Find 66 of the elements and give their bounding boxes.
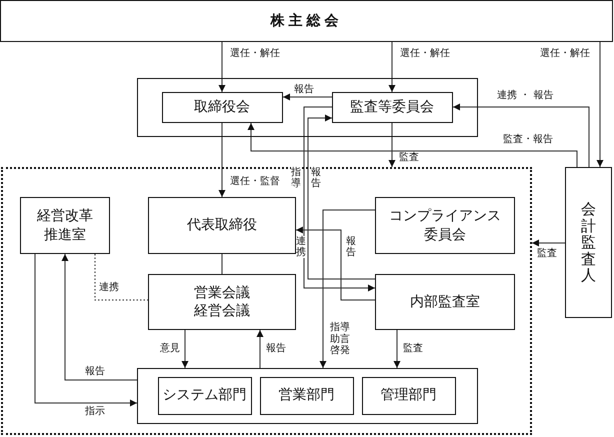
edge-label: 選任・解任 (400, 48, 450, 60)
arrow (532, 240, 566, 246)
node-label: 経営改革推進室 (36, 207, 94, 244)
process-box (565, 167, 612, 318)
edge-label: 報告 (346, 236, 356, 258)
edge-label: 連携 ・ 報告 (497, 90, 554, 102)
edge-label: 選任・解任 (230, 48, 280, 60)
edge-label: 報告 (266, 343, 286, 354)
node-label: 営業会議経営会議 (193, 284, 251, 320)
note-label: 連携 (296, 236, 306, 258)
arrow (308, 114, 376, 280)
arrow (256, 330, 264, 368)
process-box (375, 197, 515, 254)
edge-label: 意見 (160, 343, 180, 354)
edge-label: 指導助言啓発 (330, 322, 350, 356)
edge-label: 報告 (85, 366, 105, 378)
node-label: システム部門 (162, 386, 246, 405)
process-box (375, 274, 515, 330)
arrow (394, 330, 400, 368)
edge-label: 連携 (99, 282, 119, 294)
arrow (218, 122, 226, 198)
edge-label: 監査 (537, 248, 557, 260)
node-label: 管理部門 (380, 386, 436, 405)
process-box (158, 376, 252, 414)
process-box (148, 197, 296, 254)
process-box (162, 92, 282, 122)
edge-label: 選任・監督 (230, 176, 280, 188)
node-label: コンプライアンス委員会 (388, 207, 502, 244)
arrow (388, 122, 396, 168)
arrow (34, 254, 138, 406)
node-label: 営業部門 (278, 386, 334, 405)
node-label: 代表取締役 (187, 216, 257, 235)
arrow (62, 254, 138, 380)
edge-label: 選任・解任 (540, 48, 590, 60)
group-frame (137, 368, 478, 424)
arrow (248, 122, 578, 168)
arrow (296, 226, 376, 300)
edge-label: 監査 (399, 152, 419, 164)
process-box (332, 92, 452, 122)
arrow (388, 42, 396, 92)
group-frame (1, 167, 532, 435)
node-label: 取締役会 (194, 98, 250, 116)
arrow (596, 42, 604, 168)
arrow (452, 104, 590, 168)
process-box (362, 376, 456, 414)
edge-label: 報告 (311, 167, 321, 189)
process-box (148, 274, 296, 330)
edge-label: 監査 (403, 343, 423, 354)
node-label: 監査等委員会 (350, 98, 434, 116)
edge-label: 監査・報告 (503, 134, 553, 146)
edge-label: 指示 (85, 406, 105, 418)
group-frame (137, 78, 478, 137)
arrow (304, 106, 376, 292)
connector-line (94, 254, 148, 300)
edge-label: 指導 (291, 167, 301, 189)
node-label: 株主総会 (270, 12, 342, 30)
arrow (282, 94, 332, 100)
edge-label: 報告 (294, 84, 314, 96)
process-box (20, 197, 110, 254)
arrow (218, 42, 226, 92)
arrow (182, 330, 188, 368)
arrow (320, 210, 376, 368)
node-label: 内部監査室 (410, 292, 480, 312)
process-box (0, 0, 613, 42)
node-label: 会計監査人 (581, 201, 596, 284)
process-box (260, 376, 354, 414)
